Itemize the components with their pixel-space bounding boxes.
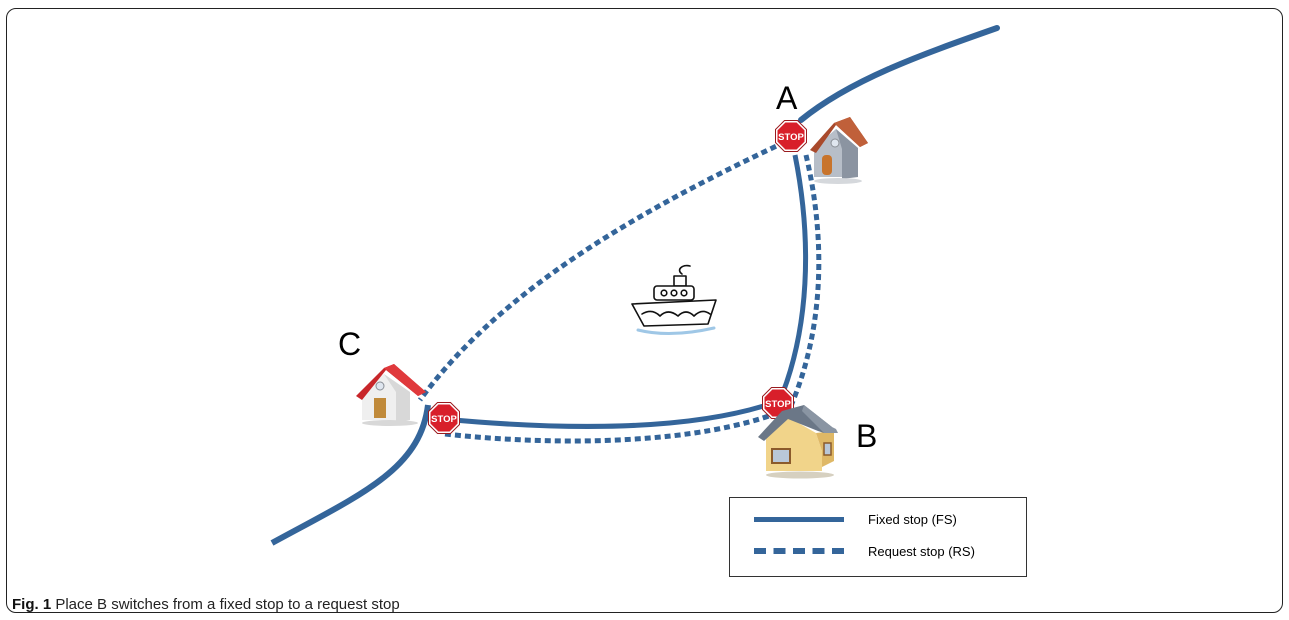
place-label-a: A xyxy=(776,80,798,116)
figure-frame xyxy=(6,8,1283,613)
place-label-b: B xyxy=(856,418,878,454)
place-label-c: C xyxy=(338,326,362,362)
stop-sign-text: STOP xyxy=(778,132,804,143)
stop-sign-icon: STOP xyxy=(775,120,807,152)
route-request-a-to-b xyxy=(787,154,822,409)
caption-label: Fig. 1 xyxy=(12,596,52,613)
legend-label-fixed: Fixed stop (FS) xyxy=(868,512,957,527)
stop-sign-icon: STOP xyxy=(428,402,460,434)
route-fixed-c-to-b xyxy=(442,399,777,429)
legend-item-request: Request stop (RS) xyxy=(730,542,1026,562)
legend-solid-line xyxy=(754,517,844,522)
house-icon xyxy=(758,405,838,479)
legend-item-fixed: Fixed stop (FS) xyxy=(730,510,1026,530)
route-request-a-to-c xyxy=(417,139,787,402)
figure-caption: Fig. 1 Place B switches from a fixed sto… xyxy=(12,596,400,613)
route-fixed-a-to-b xyxy=(775,154,809,406)
ship-icon xyxy=(631,264,717,336)
legend-dotted-line xyxy=(754,548,844,554)
caption-text: Place B switches from a fixed stop to a … xyxy=(55,596,400,613)
route-fixed-a-northeast xyxy=(798,25,1000,123)
route-fixed-c-southwest xyxy=(270,404,431,546)
house-icon xyxy=(810,117,868,184)
house-icon xyxy=(356,364,426,426)
legend: Fixed stop (FS) Request stop (RS) xyxy=(729,497,1027,577)
route-request-c-to-b xyxy=(444,409,781,444)
stop-sign-text: STOP xyxy=(431,414,457,425)
legend-label-request: Request stop (RS) xyxy=(868,544,975,559)
stop-sign-text: STOP xyxy=(765,399,791,410)
